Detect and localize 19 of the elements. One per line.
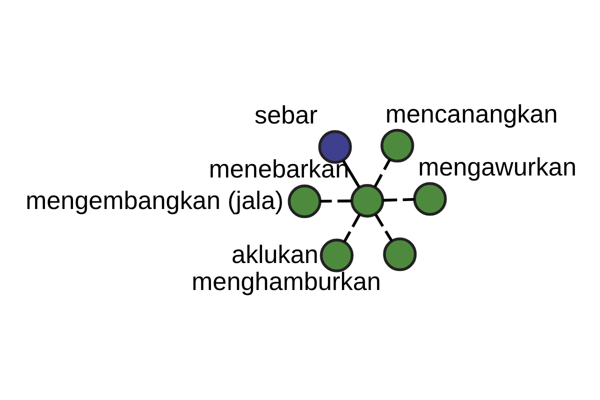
node-label: sebar xyxy=(254,102,318,130)
node-circle xyxy=(380,128,414,162)
node-label: aklukan xyxy=(232,241,318,270)
connector xyxy=(374,158,392,188)
connector xyxy=(374,214,393,242)
node-label: menghamburkan xyxy=(192,268,381,296)
node-label: menebarkan xyxy=(208,156,350,184)
node-circle xyxy=(383,238,417,272)
connector xyxy=(342,160,360,188)
connector xyxy=(320,200,352,203)
node-circle xyxy=(320,238,354,272)
node-circle xyxy=(288,184,322,218)
node-label: mencanangkan xyxy=(385,100,558,128)
node-circle xyxy=(350,184,384,218)
connector xyxy=(343,214,361,243)
node-circle xyxy=(413,182,447,216)
connector xyxy=(383,198,414,202)
node-label: mengawurkan xyxy=(418,154,576,182)
node-label: mengembangkan (jala) xyxy=(26,186,284,215)
